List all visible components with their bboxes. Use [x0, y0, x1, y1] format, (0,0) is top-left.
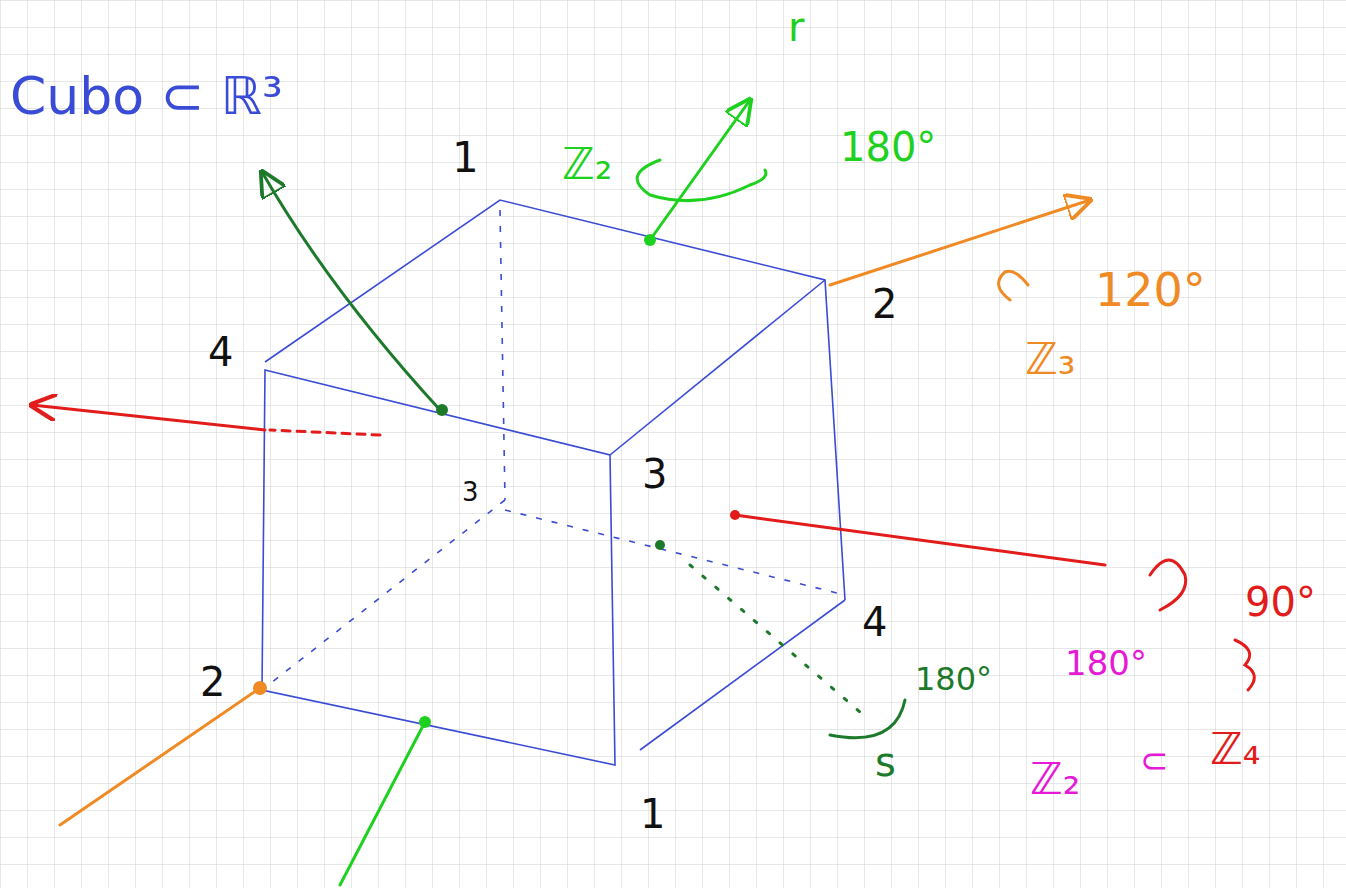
- face-axis-hidden: [270, 430, 380, 435]
- axis-label: ⊂: [1140, 742, 1169, 779]
- axis-dot: [644, 234, 656, 246]
- axis-label: ℤ₃: [1025, 335, 1075, 383]
- bottom-edge: [640, 600, 845, 750]
- axis-label: ℤ₂: [562, 140, 612, 188]
- front-face: [262, 370, 615, 765]
- axis-label: s: [875, 740, 896, 784]
- diagonal-axis-out: [60, 688, 260, 825]
- axis-label: 180°: [1065, 645, 1147, 682]
- axis-label: 4: [862, 600, 887, 644]
- axis-label: 180°: [840, 125, 936, 169]
- axis-label: 2: [872, 282, 897, 326]
- axis-label: 2: [200, 660, 225, 704]
- axis-label: 3: [642, 452, 667, 496]
- rotation-arrow: [999, 271, 1028, 300]
- face-axis-out: [32, 405, 265, 430]
- axis-dot: [655, 540, 665, 550]
- cube-edges: [262, 200, 845, 765]
- edge-axis-2-hidden: [690, 565, 860, 712]
- axis-label: 1: [452, 135, 479, 181]
- axis-label: 90°: [1245, 580, 1316, 624]
- rotation-arrow: [637, 160, 766, 201]
- rotation-arrow: [1150, 560, 1186, 610]
- axis-label: 120°: [1095, 265, 1206, 316]
- axis-label: ℤ₄: [1210, 725, 1260, 773]
- axis-label: 3: [462, 478, 479, 507]
- hidden-edges: [262, 210, 845, 690]
- edge-axis: [650, 100, 750, 240]
- edge-axis-out: [340, 722, 425, 885]
- top-edge: [610, 280, 825, 455]
- axis-label: ℤ₂: [1030, 755, 1080, 803]
- back-edges: [265, 200, 845, 600]
- axis-label: 4: [208, 330, 233, 374]
- axis-dot: [419, 716, 431, 728]
- bracket: [1235, 640, 1254, 690]
- axis-label: 180°: [915, 662, 992, 697]
- axis-dot: [730, 510, 740, 520]
- axis-label: 1: [640, 792, 665, 836]
- rotation-arrow: [830, 700, 905, 738]
- axis-label: r: [788, 5, 804, 49]
- title: Cubo ⊂ ℝ³: [10, 68, 283, 125]
- face-axis: [735, 515, 1105, 565]
- axis-dot: [436, 404, 448, 416]
- edge-axis-2: [262, 172, 440, 410]
- axis-dot: [253, 681, 267, 695]
- diagonal-axis: [830, 200, 1090, 285]
